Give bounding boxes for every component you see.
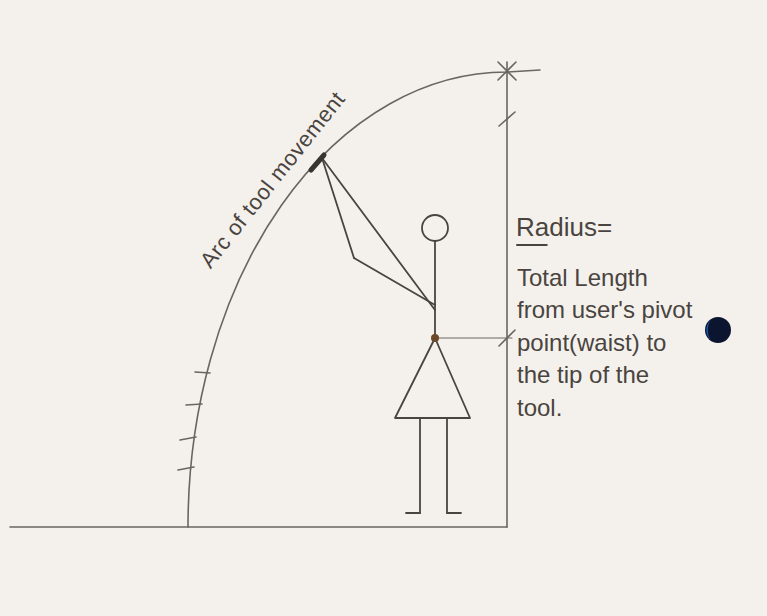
radius-note: Total Length from user's pivot point(wai… bbox=[517, 262, 697, 424]
tool-arm bbox=[354, 258, 435, 305]
tick-mark bbox=[178, 467, 194, 470]
ground-line bbox=[10, 526, 507, 528]
tick-mark bbox=[195, 372, 210, 373]
figure-leg bbox=[446, 418, 448, 513]
figure-skirt bbox=[395, 338, 470, 418]
arc-label: Arc of tool movement bbox=[195, 87, 351, 274]
tool-shaft bbox=[322, 158, 435, 310]
arc-end-cross bbox=[498, 62, 516, 80]
figure-leg bbox=[419, 418, 421, 513]
radius-heading: Radius= bbox=[516, 212, 612, 243]
tick-mark bbox=[499, 112, 515, 126]
tick-mark bbox=[180, 437, 196, 440]
tool-tip bbox=[311, 155, 324, 170]
figure-foot bbox=[447, 512, 461, 514]
tool-arc bbox=[188, 70, 540, 527]
figure-head bbox=[422, 215, 448, 241]
figure-foot bbox=[406, 512, 420, 514]
tick-mark bbox=[499, 330, 515, 346]
pivot-point bbox=[431, 334, 439, 342]
figure-body bbox=[434, 241, 436, 338]
heading-underline bbox=[517, 244, 547, 246]
radius-line bbox=[435, 338, 512, 339]
tool-arm bbox=[322, 158, 354, 258]
vertical-line bbox=[506, 62, 508, 527]
arc-end-cross bbox=[498, 62, 516, 80]
ink-dot bbox=[705, 317, 731, 343]
ink-dot-highlight bbox=[706, 320, 711, 340]
tick-mark bbox=[186, 404, 202, 405]
